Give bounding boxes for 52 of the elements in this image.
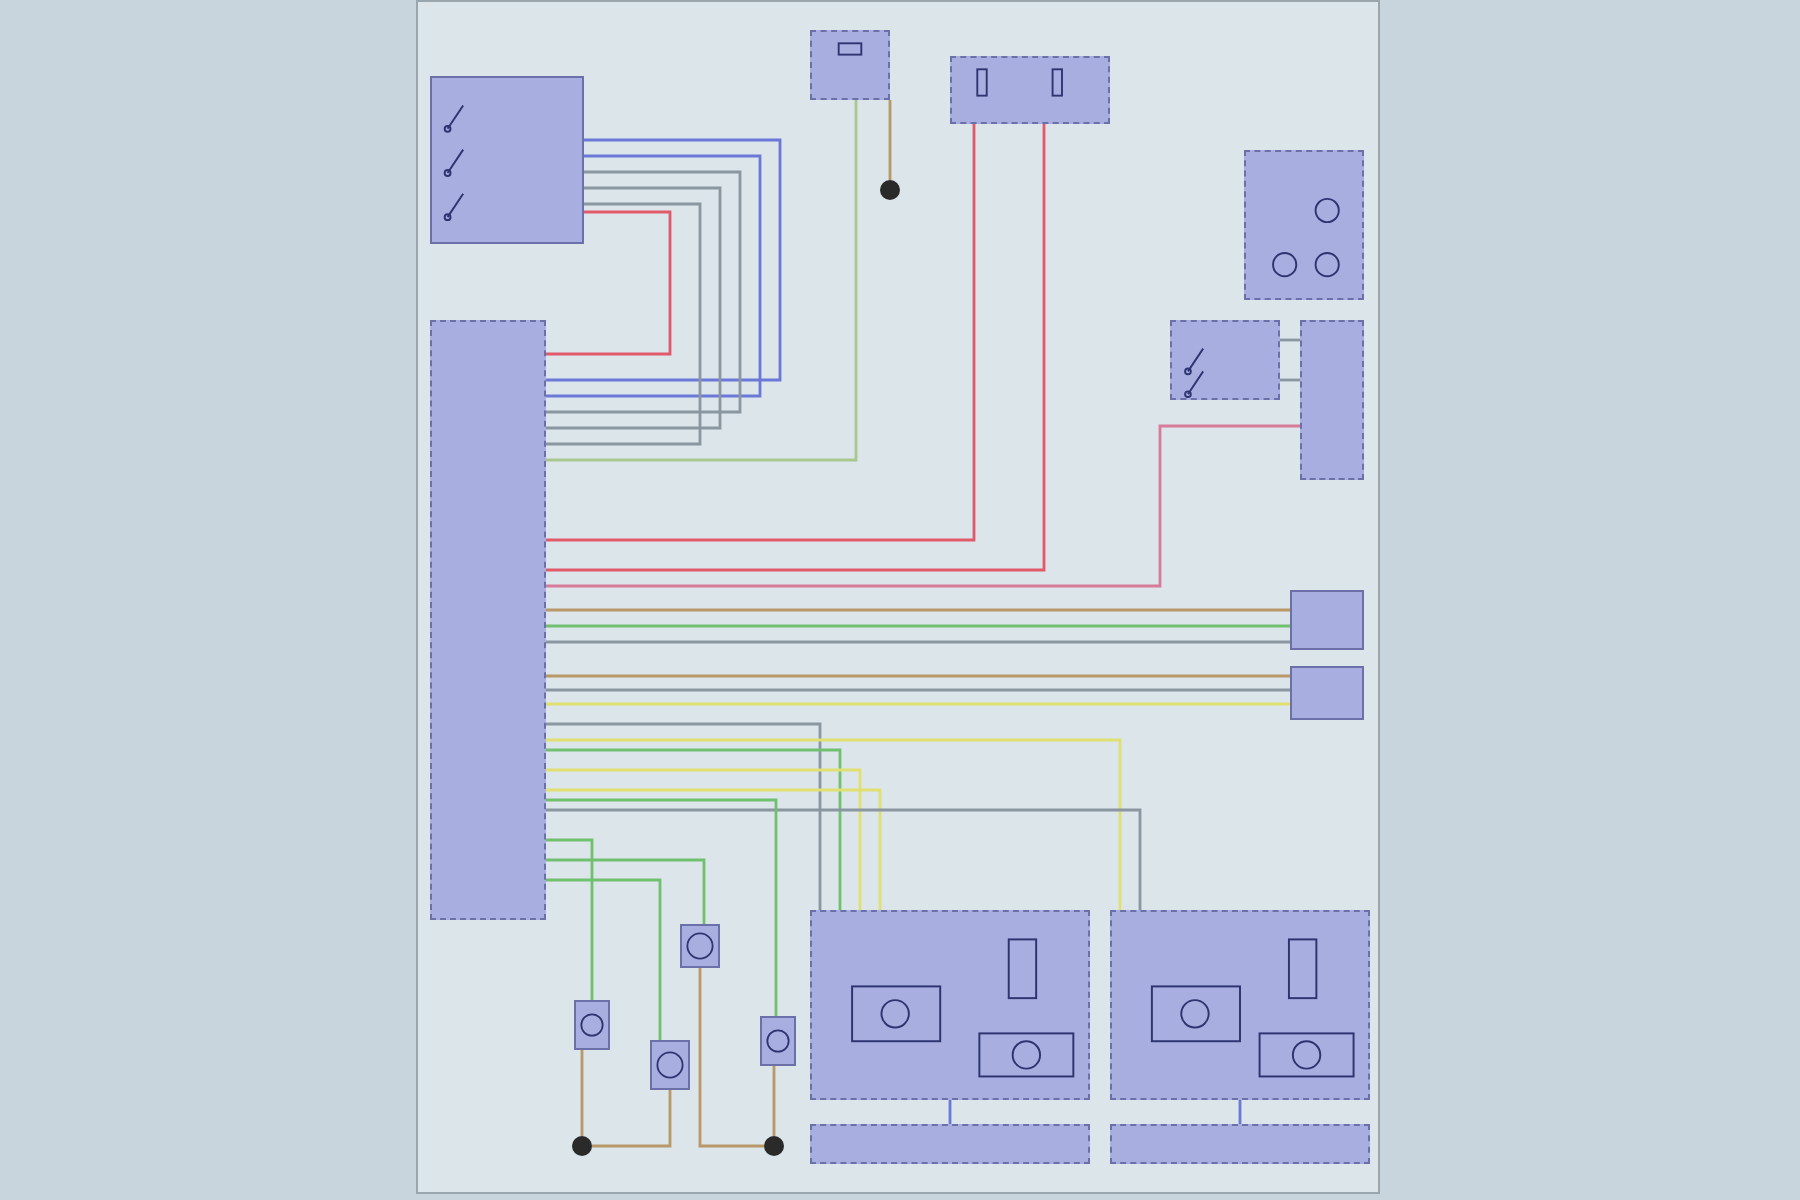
wire: [546, 100, 858, 462]
wire: [1280, 338, 1300, 342]
wire: [546, 186, 722, 430]
lamp-symbol: [760, 1016, 796, 1066]
wire: [546, 170, 742, 414]
wire: [888, 100, 892, 180]
wire: [1280, 378, 1300, 382]
wire: [1238, 1100, 1242, 1124]
wire: [546, 808, 1142, 910]
control-unit-box: [1110, 1124, 1370, 1164]
wire: [546, 722, 822, 910]
lamp-unit-box: [1110, 910, 1370, 1100]
wire: [546, 624, 1290, 628]
wire: [546, 424, 1300, 588]
fuse-box: [950, 56, 1110, 124]
wire: [546, 640, 1290, 644]
wire: [546, 788, 882, 910]
wire: [546, 124, 976, 542]
wire: [546, 138, 782, 382]
control-unit-box: [810, 1124, 1090, 1164]
lamp-symbol: [680, 924, 720, 968]
wire: [546, 768, 862, 910]
wire: [546, 608, 1290, 612]
sensor-box: [1290, 590, 1364, 650]
wire: [546, 674, 1290, 678]
wire: [698, 968, 764, 1148]
sensor-box: [1290, 666, 1364, 720]
wire: [546, 858, 706, 924]
switch-box: [430, 76, 584, 244]
wire: [546, 210, 672, 356]
wire: [546, 688, 1290, 692]
wire: [546, 702, 1290, 706]
lamp-unit-box: [810, 910, 1090, 1100]
wire: [772, 1066, 776, 1136]
wire: [948, 1100, 952, 1124]
wire: [546, 738, 1122, 910]
lamp-symbol: [574, 1000, 610, 1050]
wire: [546, 124, 1046, 572]
wire: [546, 154, 762, 398]
wire: [546, 838, 594, 1000]
wire: [546, 798, 778, 1016]
wire: [546, 748, 842, 910]
control-module-box: [430, 320, 546, 920]
control-unit-box: [1300, 320, 1364, 480]
wire: [546, 878, 662, 1040]
wire: [580, 1050, 584, 1136]
switch-box: [1170, 320, 1280, 400]
wire: [546, 202, 702, 446]
wire: [592, 1090, 672, 1148]
instrument-cluster-box: [1244, 150, 1364, 300]
lamp-symbol: [650, 1040, 690, 1090]
power-supply-box: [810, 30, 890, 100]
